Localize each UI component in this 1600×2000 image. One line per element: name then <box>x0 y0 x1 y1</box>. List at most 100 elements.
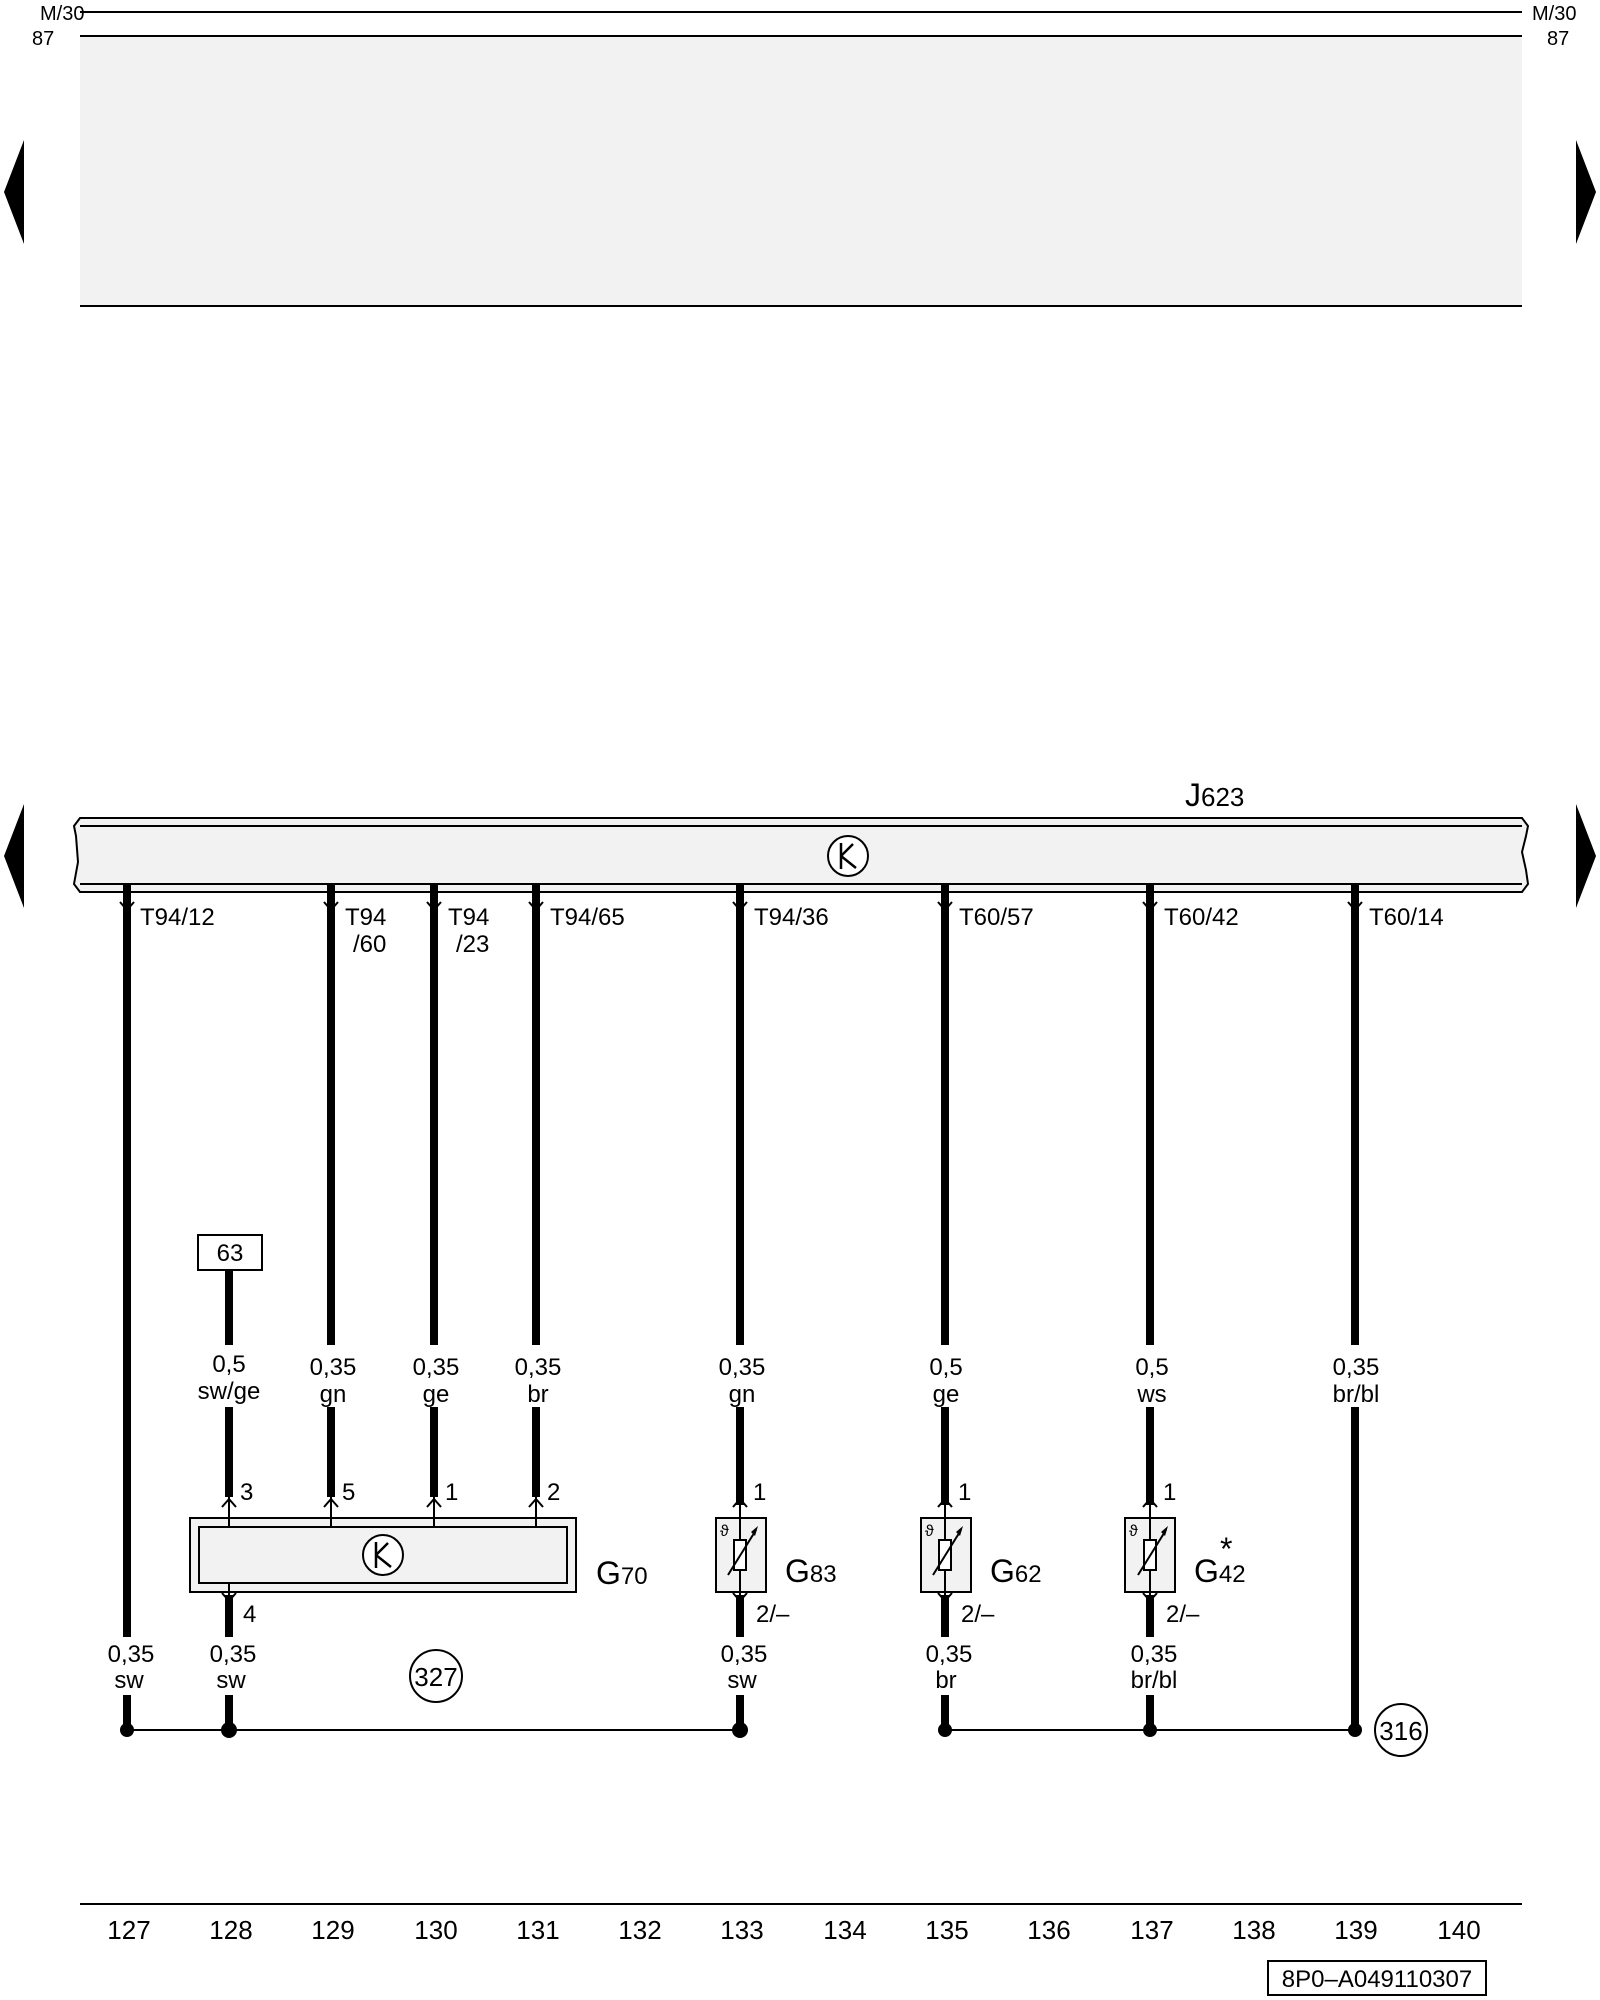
junction-dot <box>120 1723 134 1737</box>
wire-color: br <box>527 1381 548 1408</box>
wire-color: sw <box>727 1667 757 1694</box>
wire-size: 0,35 <box>721 1641 768 1668</box>
page-next-arrow-lower-icon[interactable] <box>1576 804 1596 908</box>
terminal-label: /60 <box>353 931 386 958</box>
column-number: 127 <box>107 1915 150 1945</box>
ground-ref-label: 316 <box>1379 1716 1422 1746</box>
terminal-label: /23 <box>456 931 489 958</box>
wire-color: ws <box>1136 1381 1166 1408</box>
terminal-label: T60/57 <box>959 904 1034 931</box>
sensor-pin-bottom: 2/– <box>756 1601 790 1628</box>
sensor-pin-bottom: 2/– <box>1166 1601 1200 1628</box>
wire-size: 0,35 <box>515 1354 562 1381</box>
wire-color: sw <box>114 1667 144 1694</box>
wire-color: ge <box>933 1381 960 1408</box>
sensor-label-g62: G62 <box>990 1553 1042 1589</box>
junction-dot <box>938 1723 952 1737</box>
ground-ref-327[interactable]: 327 <box>409 1649 463 1703</box>
terminal-label: T60/42 <box>1164 904 1239 931</box>
g70-pin: 3 <box>240 1479 253 1506</box>
thermo-icon: ϑ <box>720 1523 729 1540</box>
column-number: 132 <box>618 1915 661 1945</box>
sensor-pin-bottom: 2/– <box>961 1601 995 1628</box>
reference-box-63[interactable]: 63 <box>197 1234 263 1271</box>
rail-label-m30-left: M/30 <box>40 3 84 25</box>
pin-arrow-icon <box>528 901 544 912</box>
wire-color: ge <box>423 1381 450 1408</box>
sensor-label-g83: G83 <box>785 1553 837 1589</box>
top-rail-section: M/30 M/30 87 87 <box>4 3 1596 307</box>
pin-arrow-icon <box>1347 901 1363 912</box>
column-number: 140 <box>1437 1915 1480 1945</box>
junction-dot <box>732 1722 748 1738</box>
column-number: 137 <box>1130 1915 1173 1945</box>
sensor-g83: ϑ 1 2/– G83 <box>715 1479 837 1628</box>
column-number: 129 <box>311 1915 354 1945</box>
column-number: 134 <box>823 1915 866 1945</box>
optional-star: * <box>1220 1531 1232 1567</box>
thermo-icon: ϑ <box>1129 1523 1138 1540</box>
rail-label-87-left: 87 <box>32 28 54 50</box>
wire-color: br/bl <box>1333 1381 1380 1408</box>
pin-arrow-icon <box>119 901 135 912</box>
sensor-pin-top: 1 <box>1163 1479 1176 1506</box>
relay-panel-shade <box>80 36 1522 306</box>
connector-arrows <box>119 901 1363 912</box>
pin-arrow-icon <box>937 901 953 912</box>
control-unit-label: J623 <box>1185 777 1244 813</box>
wire-color: gn <box>320 1381 347 1408</box>
wire-color: br <box>935 1667 956 1694</box>
reference-box-frame <box>197 1234 263 1271</box>
wire-size: 0,35 <box>926 1641 973 1668</box>
column-index: 127 128 129 130 131 132 133 134 135 136 … <box>80 1903 1522 1945</box>
column-number: 135 <box>925 1915 968 1945</box>
column-number: 138 <box>1232 1915 1275 1945</box>
wire-size: 0,5 <box>212 1351 245 1378</box>
sensor-g62: ϑ 1 2/– G62 <box>920 1479 1042 1628</box>
g70-pin-bottom: 4 <box>243 1601 256 1628</box>
control-unit-number: 623 <box>1201 782 1244 812</box>
wire-size: 0,35 <box>413 1354 460 1381</box>
ground-ref-316[interactable]: 316 <box>1374 1703 1428 1757</box>
junction-dot <box>1348 1723 1362 1737</box>
ground-ref-label: 327 <box>414 1662 457 1692</box>
wire-size: 0,35 <box>310 1354 357 1381</box>
terminal-label: T94/65 <box>550 904 625 931</box>
wire-size: 0,35 <box>210 1641 257 1668</box>
page-prev-arrow-icon[interactable] <box>4 140 24 244</box>
control-unit-j623: J623 <box>4 777 1596 908</box>
terminal-label: T94 <box>345 904 386 931</box>
wire-size: 0,5 <box>1135 1354 1168 1381</box>
thermo-icon: ϑ <box>925 1523 934 1540</box>
lower-wire-labels: 0,35 sw 0,35 sw 0,35 sw 0,35 br 0,35 br/… <box>100 1637 1181 1695</box>
junction-dots <box>120 1722 1362 1738</box>
pin-arrow-icon <box>426 901 442 912</box>
control-unit-symbol-icon <box>827 835 869 877</box>
page-next-arrow-icon[interactable] <box>1576 140 1596 244</box>
diagram-code-box: 8P0–A049110307 <box>1267 1960 1487 1996</box>
control-unit-body <box>72 817 1530 893</box>
wire-size: 0,5 <box>929 1354 962 1381</box>
wire-color: br/bl <box>1131 1667 1178 1694</box>
wire-size: 0,35 <box>1333 1354 1380 1381</box>
terminal-label: T94/36 <box>754 904 829 931</box>
pin-arrow-icon <box>323 901 339 912</box>
page-prev-arrow-lower-icon[interactable] <box>4 804 24 908</box>
g70-label: G70 <box>596 1555 648 1591</box>
control-unit-letter: J <box>1185 777 1201 813</box>
upper-wire-labels: 0,5 sw/ge 0,35 gn 0,35 ge 0,35 br 0,35 g… <box>196 1345 1384 1408</box>
reference-box-label: 63 <box>217 1240 244 1267</box>
column-number: 130 <box>414 1915 457 1945</box>
column-number: 131 <box>516 1915 559 1945</box>
column-number: 139 <box>1334 1915 1377 1945</box>
g70-symbol-icon <box>362 1534 404 1576</box>
wire-color: sw <box>216 1667 246 1694</box>
component-g70: 3 5 1 2 4 G70 <box>189 1479 648 1628</box>
terminal-label: T60/14 <box>1369 904 1444 931</box>
sensor-pin-top: 1 <box>753 1479 766 1506</box>
sensor-pin-top: 1 <box>958 1479 971 1506</box>
junction-dot <box>221 1722 237 1738</box>
g70-pin: 1 <box>445 1479 458 1506</box>
g70-pin: 2 <box>547 1479 560 1506</box>
pin-arrow-icon <box>1142 901 1158 912</box>
